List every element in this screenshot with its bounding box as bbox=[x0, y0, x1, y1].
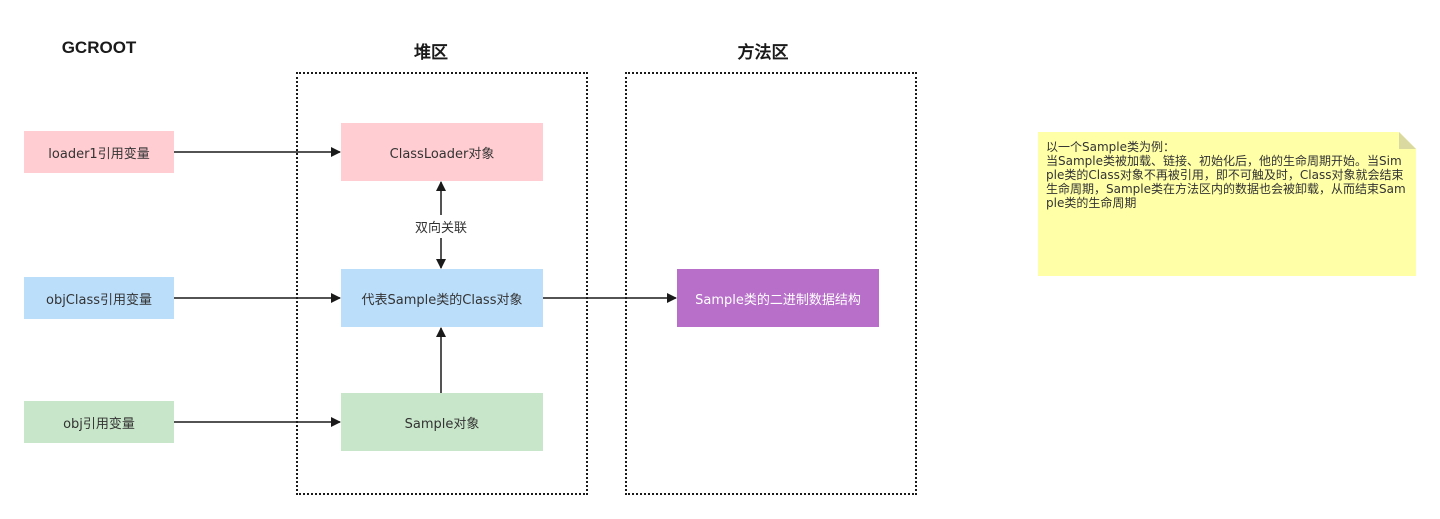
loader-ref-variable: loader1引用变量 bbox=[24, 131, 174, 173]
class-object: 代表Sample类的Class对象 bbox=[341, 269, 543, 327]
note-text: 以一个Sample类为例： 当Sample类被加载、链接、初始化后，他的生命周期… bbox=[1046, 140, 1406, 210]
sample-object: Sample对象 bbox=[341, 393, 543, 451]
bidirectional-label: 双向关联 bbox=[405, 215, 477, 238]
heap-region bbox=[296, 72, 588, 495]
method-area-heading: 方法区 bbox=[737, 43, 789, 62]
note-background bbox=[1038, 132, 1416, 276]
gcroot-heading: GCROOT bbox=[61, 38, 137, 57]
binary-structure: Sample类的二进制数据结构 bbox=[677, 269, 879, 327]
classloader-object: ClassLoader对象 bbox=[341, 123, 543, 181]
explanation-note: 以一个Sample类为例： 当Sample类被加载、链接、初始化后，他的生命周期… bbox=[1038, 132, 1416, 276]
method-area-region bbox=[625, 72, 917, 495]
heap-heading: 堆区 bbox=[414, 43, 448, 62]
obj-ref-variable: obj引用变量 bbox=[24, 401, 174, 443]
objclass-ref-variable: objClass引用变量 bbox=[24, 277, 174, 319]
